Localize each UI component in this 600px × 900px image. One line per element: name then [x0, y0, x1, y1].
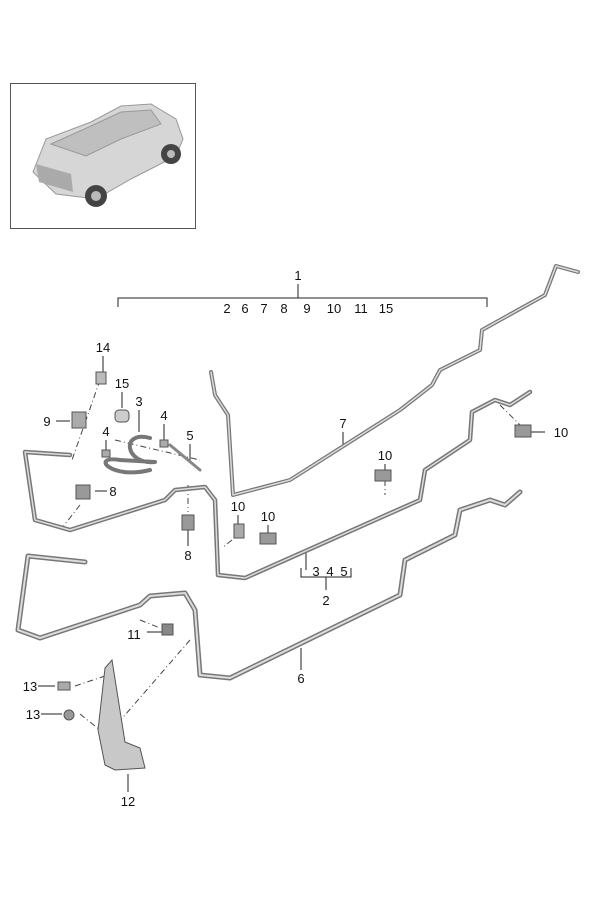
callout-10: 10 — [260, 509, 276, 524]
callout-11: 11 — [127, 627, 141, 642]
callout-4: 4 — [160, 408, 168, 423]
callout-15: 15 — [114, 376, 130, 391]
vehicle-overview-icon — [32, 103, 184, 207]
callout-5: 5 — [186, 428, 194, 443]
callout-group-item: 5 — [340, 564, 348, 579]
callout-group-item: 6 — [241, 301, 249, 316]
callout-13: 13 — [25, 707, 41, 722]
callout-12: 12 — [120, 794, 136, 809]
callout-group-item: 7 — [260, 301, 268, 316]
callout-group-item: 9 — [303, 301, 311, 316]
callout-2: 2 — [322, 593, 330, 608]
callout-10: 10 — [377, 448, 393, 463]
callout-group-item: 8 — [280, 301, 288, 316]
pipe-3-loop — [103, 434, 157, 475]
callout-group-item: 4 — [326, 564, 334, 579]
callout-9: 9 — [43, 414, 51, 429]
callout-group-item: 15 — [378, 301, 394, 316]
clips — [57, 371, 532, 771]
callout-13: 13 — [22, 679, 38, 694]
callout-8: 8 — [109, 484, 117, 499]
callout-3: 3 — [135, 394, 143, 409]
pipes — [15, 264, 580, 681]
callout-4: 4 — [102, 424, 110, 439]
callout-group-item: 11 — [354, 301, 368, 316]
callout-group-item: 3 — [312, 564, 320, 579]
bracket-12 — [97, 658, 146, 771]
callout-leaders — [38, 284, 545, 792]
callout-10: 10 — [230, 499, 246, 514]
dash-dot-lines — [61, 379, 521, 731]
callout-7: 7 — [339, 416, 347, 431]
callout-10: 10 — [553, 425, 569, 440]
vehicle-thumbnail — [10, 83, 196, 229]
callout-1: 1 — [294, 268, 302, 283]
callout-group-item: 10 — [326, 301, 342, 316]
callout-8: 8 — [184, 548, 192, 563]
callout-6: 6 — [297, 671, 305, 686]
callout-group-item: 2 — [223, 301, 231, 316]
callout-14: 14 — [95, 340, 111, 355]
